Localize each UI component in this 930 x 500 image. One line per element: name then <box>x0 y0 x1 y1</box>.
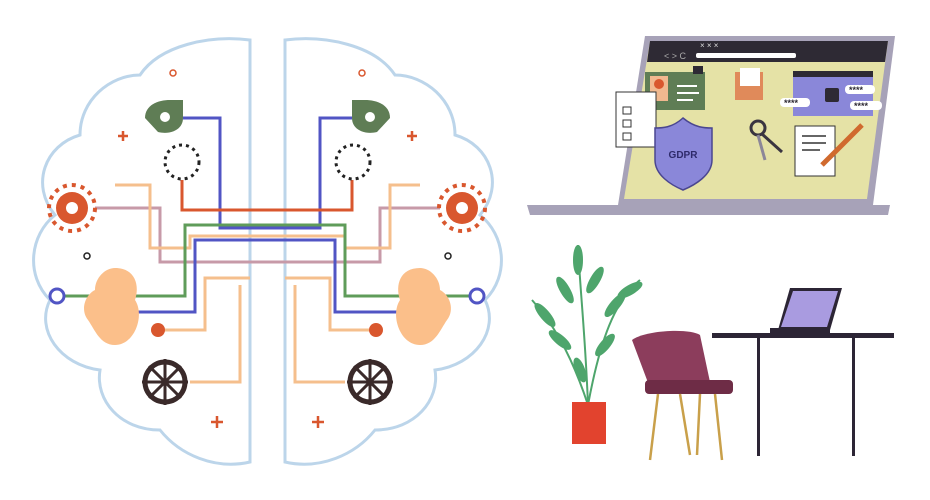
peach-lobe-right <box>396 268 451 345</box>
laptop-large: < > C × × × **** **** **** GDPR <box>527 36 895 215</box>
gdpr-label: GDPR <box>669 150 699 161</box>
tab-close-icons: × × × <box>700 41 719 50</box>
peach-lobe-left <box>84 268 139 345</box>
chair <box>632 330 733 461</box>
brain-left-hemisphere <box>32 37 252 466</box>
node-ring-right <box>468 287 486 305</box>
sun-gear-icon-left <box>47 183 97 233</box>
laptop-small <box>770 288 842 333</box>
wire-peach-right <box>285 276 375 332</box>
contract-document <box>794 125 836 177</box>
node-dot-left <box>151 323 165 337</box>
wire-peach-top <box>115 183 420 250</box>
node-ring-left <box>48 287 66 305</box>
neural-wires <box>65 116 470 384</box>
potted-plant <box>531 244 643 444</box>
dotted-ring-icon-left <box>163 143 201 181</box>
node-dot-right <box>369 323 383 337</box>
padlock-icon <box>825 88 839 102</box>
location-pin-icon-right <box>352 100 390 133</box>
wire-peach-bottom-left <box>190 285 242 384</box>
wire-peach-bottom-right <box>293 285 345 384</box>
wire-blue-lower <box>120 238 410 314</box>
plant-pot <box>572 402 606 444</box>
decorative-sparkles <box>83 69 452 428</box>
browser-nav-icons: < > C <box>664 51 687 61</box>
ship-wheel-icon-right <box>347 359 393 405</box>
wire-peach-left <box>160 276 250 332</box>
password-mask-2: **** <box>784 98 799 108</box>
lock-icon-small <box>693 66 703 74</box>
wire-blue <box>183 116 352 230</box>
keys-icon <box>749 119 784 161</box>
pen-icon <box>820 123 864 167</box>
password-mask-1: **** <box>849 85 864 95</box>
password-mask-3: **** <box>854 101 869 111</box>
dotted-ring-icon-right <box>334 143 372 181</box>
checklist-window <box>615 91 657 148</box>
ship-wheel-icon-left <box>142 359 188 405</box>
desk <box>712 333 894 456</box>
brain-right-hemisphere <box>283 37 503 466</box>
wire-orange <box>180 180 354 212</box>
sun-gear-icon-right <box>437 183 487 233</box>
address-bar <box>696 53 796 58</box>
gdpr-shield-icon <box>654 117 713 191</box>
wire-green <box>65 223 470 298</box>
location-pin-icon-left <box>145 100 183 133</box>
